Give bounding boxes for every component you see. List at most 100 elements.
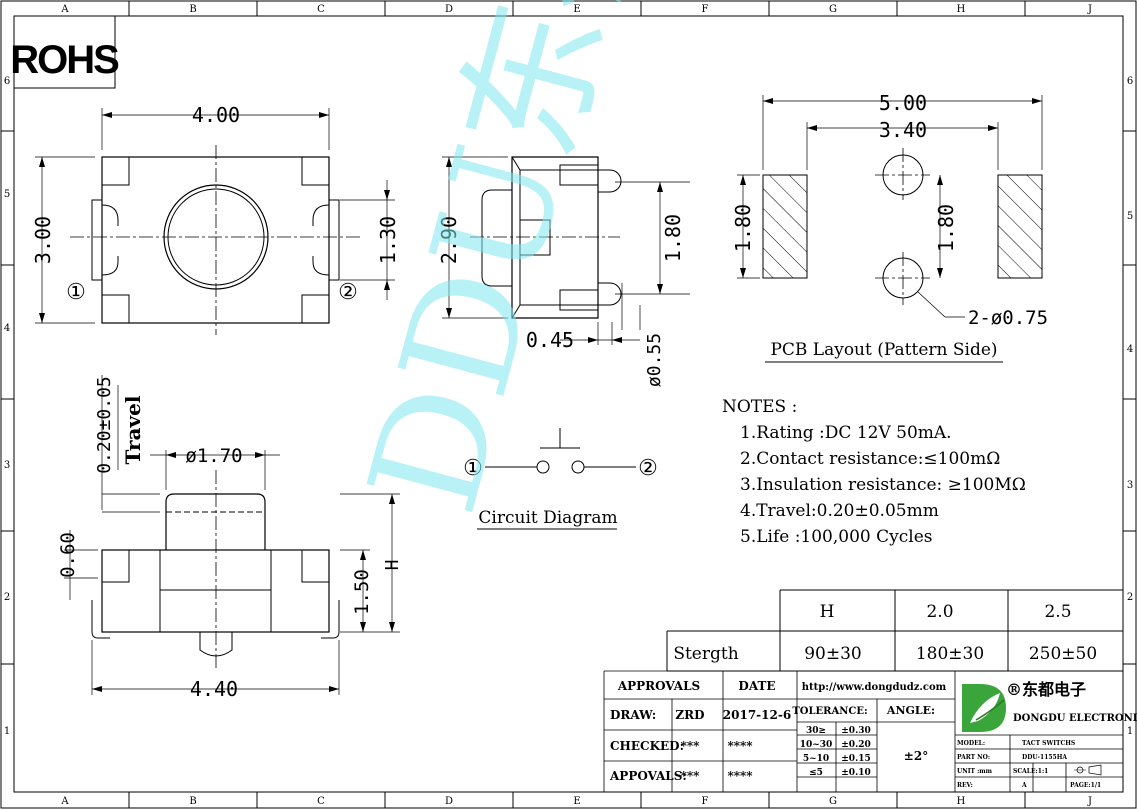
row-label-left: 4	[4, 323, 10, 334]
front-left-dim: 0.60	[57, 532, 79, 578]
pcb-inner-dim: 3.40	[879, 118, 927, 142]
side-pin-dim: 1.80	[661, 214, 685, 262]
circuit-terminal-1: ①	[463, 456, 483, 481]
force-row-label: Stergth	[673, 644, 738, 664]
force-value: 250±50	[1029, 644, 1097, 664]
tb-rev-label: REV:	[957, 782, 973, 789]
front-actuator	[165, 493, 266, 550]
col-label-bottom: H	[957, 796, 966, 807]
force-table: H 2.0 2.5 Stergth 90±30 180±30 250±50	[666, 589, 1123, 672]
tol-value: ±0.30	[841, 726, 870, 736]
side-dia-dim: ø0.55	[644, 333, 665, 387]
pcb-layout: 5.00 3.40 1.80 1.80 2-ø0.75 PCB Layout (…	[731, 91, 1048, 363]
pcb-left-dim: 1.80	[731, 204, 755, 252]
force-header: 2.0	[926, 602, 953, 622]
tb-approvals: APPROVALS	[617, 679, 700, 693]
tol-value: ±0.15	[841, 754, 870, 764]
tb-angle: ANGLE:	[886, 704, 935, 717]
title-block: APPROVALS DATE http://www.dongdudz.com D…	[603, 670, 1137, 792]
front-body	[101, 549, 330, 633]
tol-value: ±0.20	[841, 740, 870, 750]
side-view: 2.90 1.80 0.45 ø0.55	[437, 156, 690, 387]
tb-appovals-date: ****	[727, 769, 753, 783]
note-item: 5.Life :100,000 Cycles	[740, 527, 933, 547]
col-label-top: J	[1087, 4, 1092, 15]
projection-symbol-icon	[1074, 764, 1102, 776]
terminal-1-label: ①	[66, 280, 86, 305]
col-label-bottom: E	[573, 796, 580, 807]
front-view: 0.20±0.05 Travel ø1.70 0.60 H 1.50 4.40	[57, 375, 403, 701]
tb-checked-date: ****	[727, 739, 753, 753]
tb-rev-value: A	[1021, 782, 1027, 789]
inner-frame	[13, 15, 1124, 793]
tb-model-label: MODEL:	[957, 740, 985, 747]
col-label-bottom: G	[829, 796, 837, 807]
side-height-dim: 2.90	[437, 216, 461, 264]
tb-unit: UNIT :mm	[957, 768, 993, 775]
col-label-top: D	[445, 4, 453, 15]
row-label-right: 3	[1127, 480, 1133, 491]
tb-appovals-value: ***	[681, 769, 701, 783]
force-header: 2.5	[1044, 602, 1071, 622]
row-label-right: 5	[1127, 211, 1133, 222]
pcb-right-dim: 1.80	[934, 204, 958, 252]
row-label-right: 1	[1127, 726, 1133, 737]
circuit-terminal-2: ②	[638, 456, 658, 481]
col-label-bottom: F	[702, 796, 709, 807]
top-right-dim: 1.30	[376, 216, 400, 264]
company-logo	[962, 684, 1006, 732]
col-label-top: F	[702, 4, 709, 15]
col-label-bottom: D	[445, 796, 453, 807]
tb-appovals-label: APPOVALS:	[609, 769, 687, 783]
tb-page: PAGE:1/1	[1070, 782, 1101, 789]
row-ticks	[1, 130, 1136, 665]
front-body-dim: 1.50	[351, 569, 373, 615]
tb-draw-date: 2017-12-6	[723, 708, 791, 722]
row-label-left: 5	[4, 189, 10, 200]
company-name-en: DONGDU ELECTRONICS	[1013, 713, 1137, 724]
row-label-left: 1	[4, 726, 10, 737]
tol-range: 10~30	[800, 740, 833, 750]
tb-draw-label: DRAW:	[610, 708, 656, 722]
note-item: 3.Insulation resistance: ≥100MΩ	[740, 475, 1026, 495]
row-label-left: 2	[4, 592, 10, 603]
rohs-mark: ROHS	[10, 38, 119, 82]
col-label-bottom: J	[1087, 796, 1092, 807]
col-label-bottom: C	[317, 796, 325, 807]
note-item: 1.Rating :DC 12V 50mA.	[740, 423, 952, 443]
force-value: 180±30	[916, 644, 984, 664]
circuit-caption: Circuit Diagram	[478, 508, 617, 528]
notes: NOTES : 1.Rating :DC 12V 50mA. 2.Contact…	[722, 397, 1026, 547]
front-dia-dim: ø1.70	[185, 445, 242, 467]
col-label-top: H	[957, 4, 966, 15]
terminal-2-label: ②	[338, 280, 358, 305]
col-label-bottom: B	[189, 796, 196, 807]
tol-value: ±0.10	[841, 768, 870, 778]
col-label-top: C	[317, 4, 325, 15]
tb-angle-value: ±2°	[904, 749, 928, 763]
tb-draw-value: ZRD	[675, 708, 704, 722]
tb-url: http://www.dongdudz.com	[802, 682, 947, 693]
tb-scale: SCALE:1:1	[1013, 768, 1048, 775]
col-label-top: B	[189, 4, 196, 15]
col-label-top: A	[60, 4, 69, 15]
note-item: 2.Contact resistance:≤100mΩ	[740, 449, 1000, 469]
tb-model-value: TACT SWITCHS	[1022, 740, 1075, 747]
row-label-right: 6	[1127, 76, 1133, 87]
note-item: 4.Travel:0.20±0.05mm	[740, 501, 939, 521]
force-header: H	[820, 602, 835, 622]
pcb-pad-left	[762, 174, 808, 279]
col-label-bottom: A	[60, 796, 69, 807]
column-ticks	[128, 1, 1026, 808]
rohs-box	[13, 15, 116, 89]
pcb-caption: PCB Layout (Pattern Side)	[770, 340, 997, 360]
circuit-diagram: ① ② Circuit Diagram	[463, 428, 658, 530]
row-label-left: 6	[4, 76, 10, 87]
notes-title: NOTES :	[722, 397, 797, 417]
tol-range: 30≥	[806, 726, 826, 736]
row-label-right: 2	[1127, 592, 1133, 603]
travel-dim: 0.20±0.05	[94, 376, 115, 474]
top-view: 4.00 3.00 1.30 ① ②	[31, 103, 400, 335]
col-label-top: E	[573, 4, 580, 15]
